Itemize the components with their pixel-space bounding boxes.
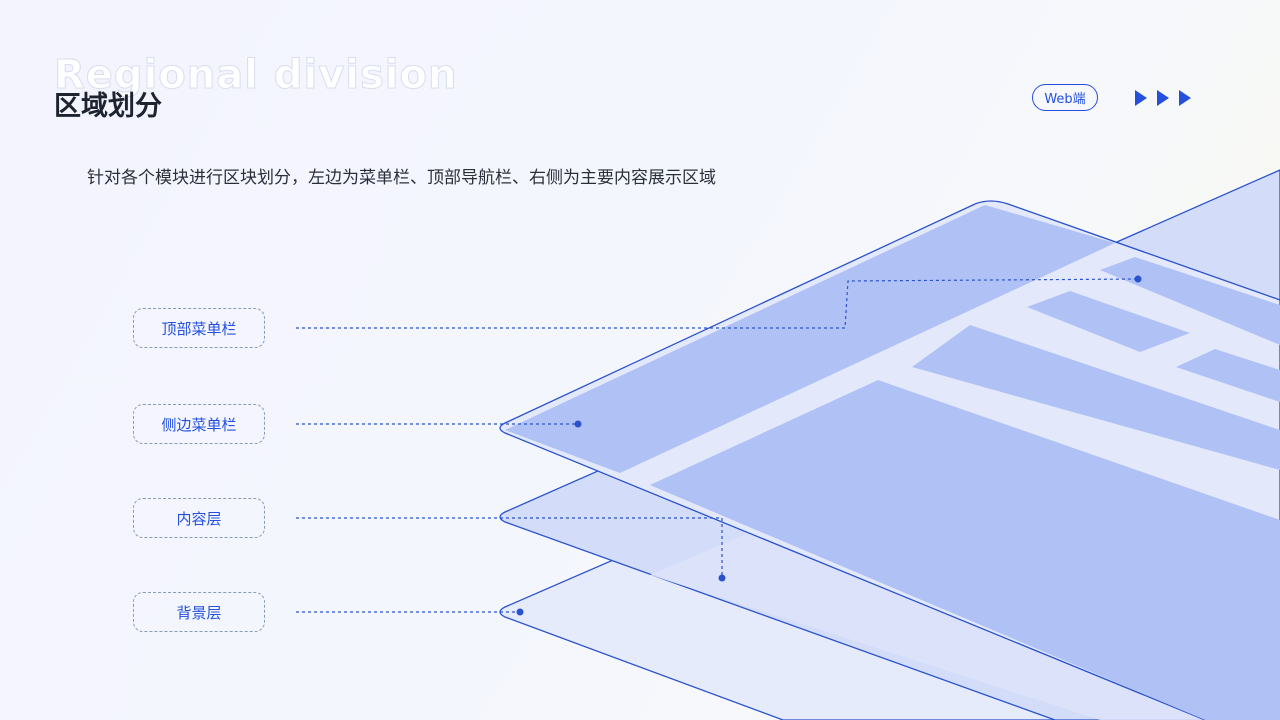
sidebar-block — [505, 205, 1115, 473]
connector-dot — [718, 574, 726, 582]
connector-dot — [574, 420, 582, 428]
play-arrow-icon — [1135, 90, 1147, 106]
top-nav-block — [1176, 349, 1280, 402]
label-top-menu: 顶部菜单栏 — [133, 308, 265, 348]
top-nav-block — [1100, 257, 1280, 345]
play-arrow-icon — [1179, 90, 1191, 106]
background-title: Regional division — [53, 52, 458, 99]
page-title: 区域划分 — [54, 91, 162, 122]
connector-top-menu — [296, 278, 1139, 329]
top-nav-block — [1027, 291, 1190, 352]
content-row-block — [912, 325, 1280, 470]
connector-dot — [1134, 275, 1142, 283]
label-background-layer: 背景层 — [133, 592, 265, 632]
connector-content-layer — [296, 517, 723, 578]
label-side-menu: 侧边菜单栏 — [133, 404, 265, 444]
page-description: 针对各个模块进行区块划分，左边为菜单栏、顶部导航栏、右侧为主要内容展示区域 — [87, 168, 716, 188]
arrow-group — [1135, 90, 1191, 106]
main-content-block — [650, 380, 1280, 720]
label-content-layer: 内容层 — [133, 498, 265, 538]
connector-dot — [516, 608, 524, 616]
play-arrow-icon — [1157, 90, 1169, 106]
platform-badge: Web端 — [1032, 84, 1098, 111]
